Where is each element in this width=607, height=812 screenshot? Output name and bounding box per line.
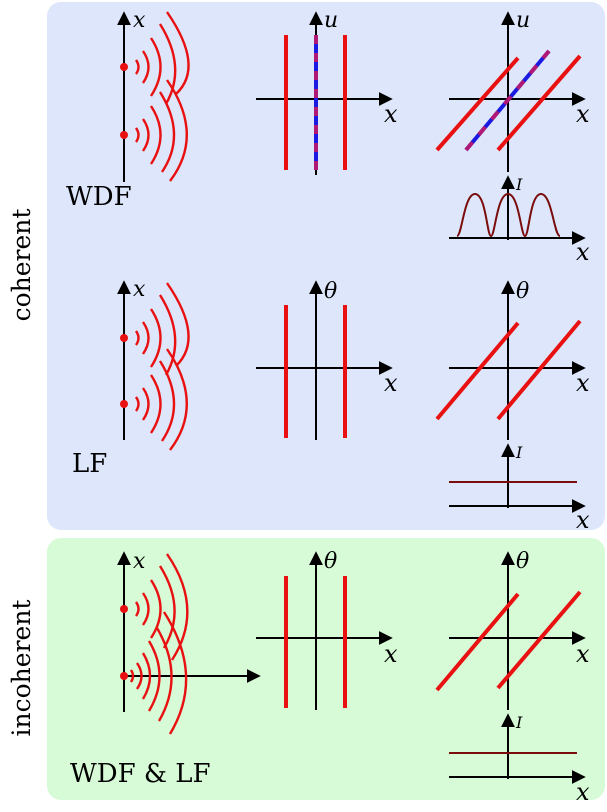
source-point-lower: [120, 672, 128, 680]
intensity-axis-label: I: [515, 175, 523, 194]
intensity-axis-label: I: [515, 713, 523, 732]
intensity-x-label: x: [576, 238, 590, 266]
intensity-axis-label: I: [515, 443, 523, 462]
sheared-phase-space: θ x: [435, 549, 590, 710]
intensity-plot: I x: [449, 175, 590, 266]
wavefronts: [134, 11, 190, 182]
vertical-axis-label: θ: [324, 549, 337, 574]
phase-space-diagram: u x: [256, 8, 398, 175]
row-label: WDF & LF: [70, 759, 211, 789]
wavefronts: [129, 553, 189, 735]
row-label: WDF: [66, 182, 132, 212]
intensity-plot: I x: [449, 443, 590, 534]
vertical-axis-label: θ: [324, 279, 337, 304]
horizontal-axis-label: x: [384, 369, 398, 397]
source-axis-label: x: [133, 549, 146, 574]
horizontal-axis-label: x: [384, 100, 398, 128]
source-point-upper: [120, 63, 128, 71]
intensity-x-label: x: [576, 778, 590, 806]
row-lf: x LF θ x: [72, 277, 590, 534]
row-wdf: x WDF u x: [66, 8, 590, 266]
source-diagram: x WDF & LF: [70, 549, 261, 789]
intensity-x-label: x: [576, 506, 590, 534]
source-axis-label: x: [133, 8, 146, 33]
sheared-line-right: [496, 319, 582, 421]
source-diagram: x LF: [72, 277, 190, 479]
horizontal-axis-label: x: [576, 640, 590, 668]
row-wdf-lf: x WDF & LF θ x: [70, 549, 590, 806]
sheared-line-left: [435, 592, 520, 692]
horizontal-axis-label: x: [576, 100, 590, 128]
source-point-upper: [120, 605, 128, 613]
sheared-line-right: [496, 590, 582, 690]
sheared-phase-space: u x: [435, 8, 590, 172]
source-diagram: x WDF: [66, 8, 190, 212]
wavefronts: [134, 282, 190, 451]
intensity-plot: I x: [449, 713, 590, 806]
intensity-fringes: [456, 192, 561, 238]
vertical-axis-label: θ: [516, 279, 529, 304]
row-label: LF: [72, 449, 107, 479]
vertical-axis-label: θ: [516, 549, 529, 574]
phase-space-diagram: θ x: [256, 549, 398, 710]
source-axis-label: x: [133, 277, 146, 302]
source-point-upper: [120, 334, 128, 342]
incoherent-side-label: incoherent: [7, 600, 36, 737]
source-point-lower: [120, 131, 128, 139]
vertical-axis-label: u: [324, 8, 338, 33]
sheared-interference-stripes: [464, 49, 551, 152]
sheared-line-left: [435, 56, 520, 152]
vertical-axis-label: u: [516, 8, 530, 33]
horizontal-axis-label: x: [384, 640, 398, 668]
phase-space-diagram: θ x: [256, 279, 398, 440]
sheared-line-right: [496, 54, 582, 152]
source-point-lower: [120, 400, 128, 408]
horizontal-axis-label: x: [576, 369, 590, 397]
coherent-side-label: coherent: [7, 209, 36, 322]
sheared-phase-space: θ x: [435, 279, 590, 440]
sheared-line-left: [435, 321, 520, 421]
